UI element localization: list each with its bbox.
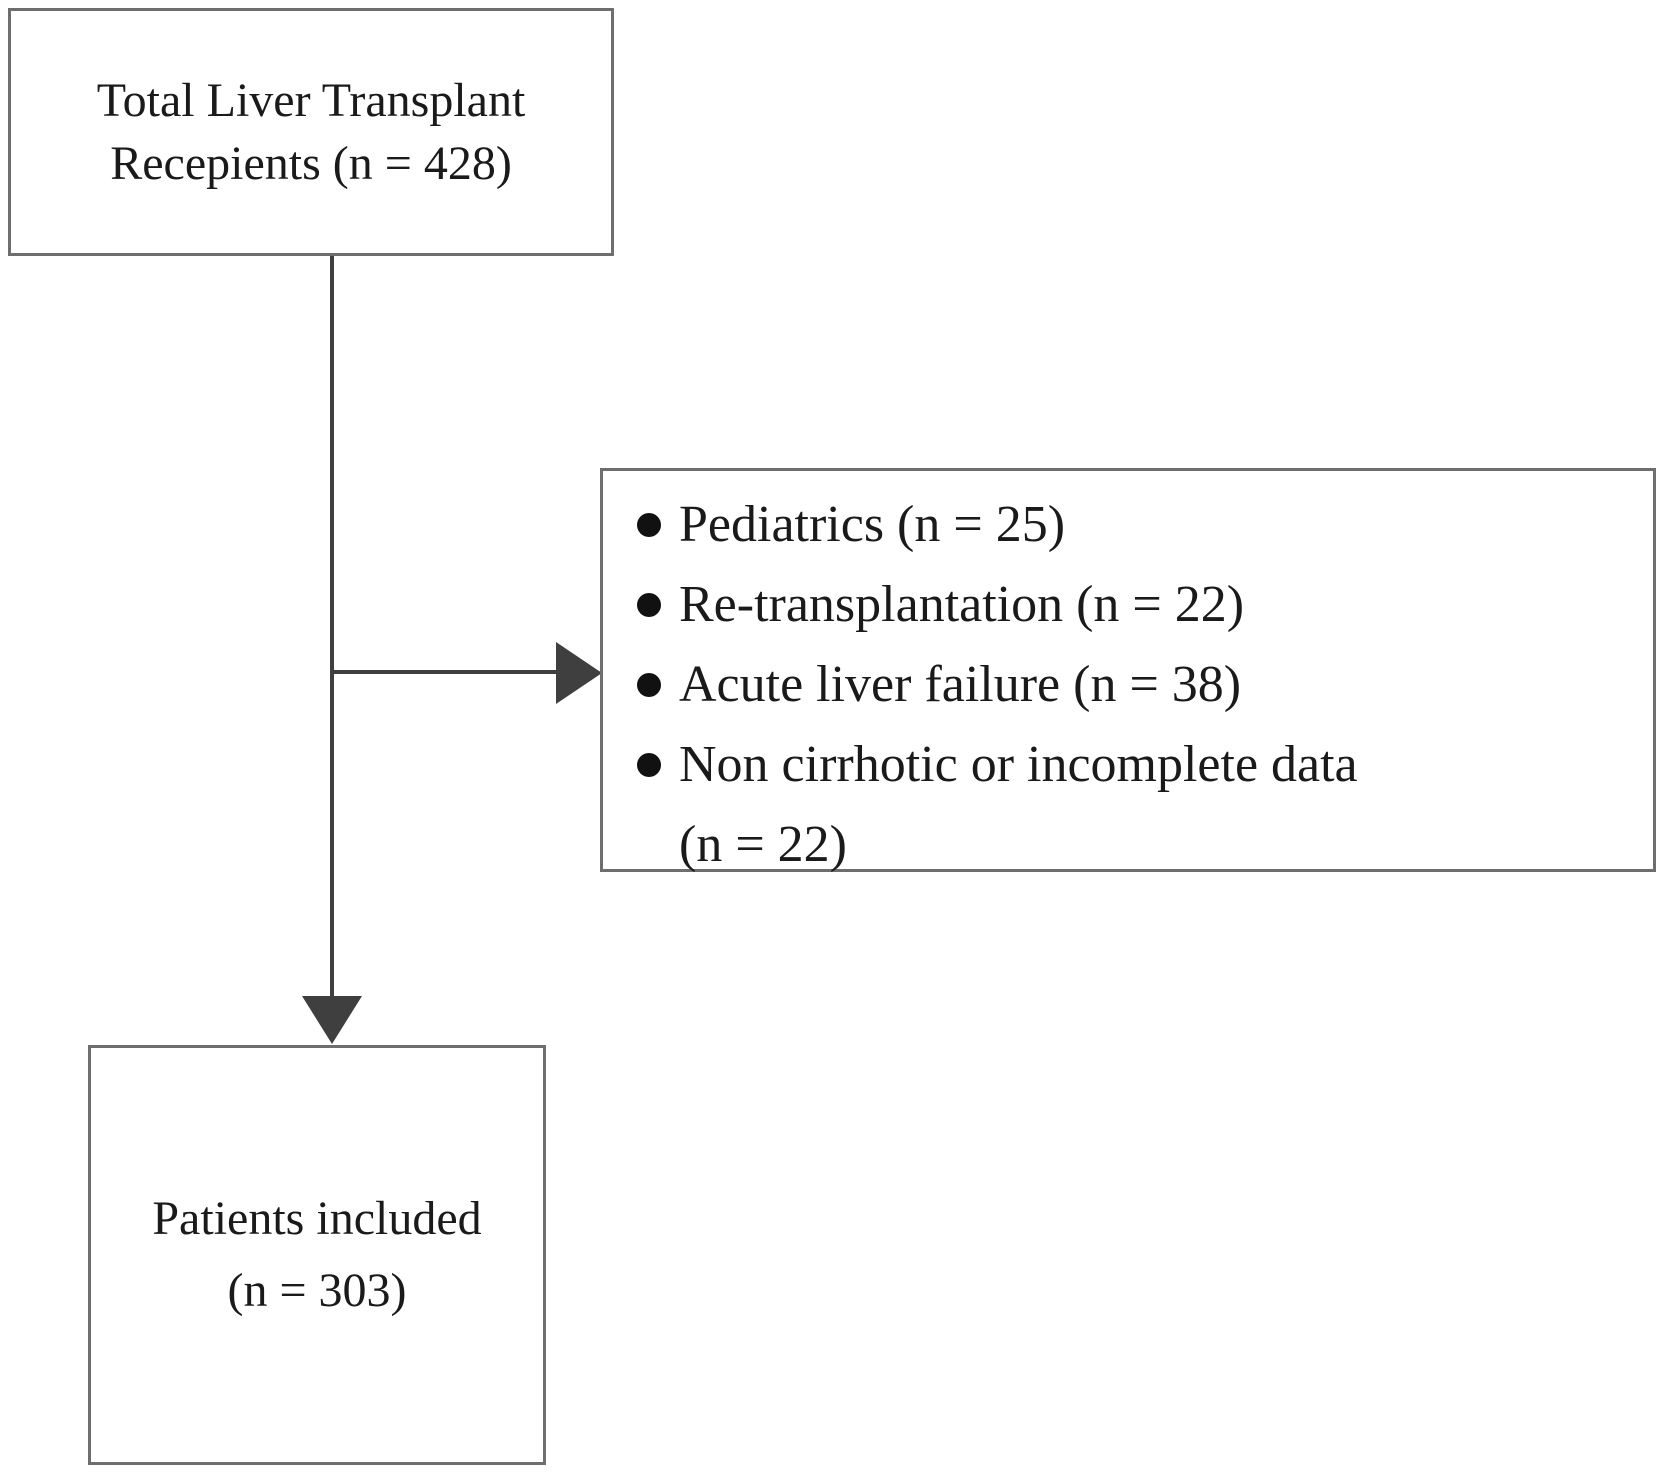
bullet-icon	[637, 753, 661, 777]
exclusion-item-non-cirrhotic: Non cirrhotic or incomplete data (n = 22…	[637, 725, 1633, 885]
total-recipients-box: Total Liver Transplant Recepients (n = 4…	[8, 8, 614, 256]
exclusions-box: Pediatrics (n = 25) Re-transplantation (…	[600, 468, 1656, 873]
total-recipients-line-2: Recepients (n = 428)	[110, 137, 512, 190]
connector-vertical-line	[330, 256, 334, 996]
bullet-icon	[637, 513, 661, 537]
exclusion-item-label: Pediatrics (n = 25)	[679, 496, 1066, 553]
arrowhead-down-icon	[302, 996, 362, 1044]
exclusion-item-pediatrics: Pediatrics (n = 25)	[637, 485, 1633, 565]
exclusion-item-label-line-2: (n = 22)	[679, 816, 847, 873]
arrowhead-right-icon	[556, 642, 602, 704]
exclusion-item-acute-liver-failure: Acute liver failure (n = 38)	[637, 645, 1633, 725]
patients-included-line-1: Patients included	[152, 1192, 482, 1245]
exclusion-item-retransplantation: Re-transplantation (n = 22)	[637, 565, 1633, 645]
exclusion-item-label-line-1: Non cirrhotic or incomplete data	[679, 736, 1358, 793]
exclusion-item-label: Re-transplantation (n = 22)	[679, 576, 1245, 633]
bullet-icon	[637, 593, 661, 617]
patients-included-box: Patients included (n = 303)	[88, 1045, 546, 1465]
exclusion-item-label: Acute liver failure (n = 38)	[679, 656, 1242, 713]
bullet-icon	[637, 673, 661, 697]
connector-horizontal-line	[332, 670, 558, 674]
patients-included-line-2: (n = 303)	[227, 1264, 407, 1317]
total-recipients-line-1: Total Liver Transplant	[96, 73, 526, 127]
